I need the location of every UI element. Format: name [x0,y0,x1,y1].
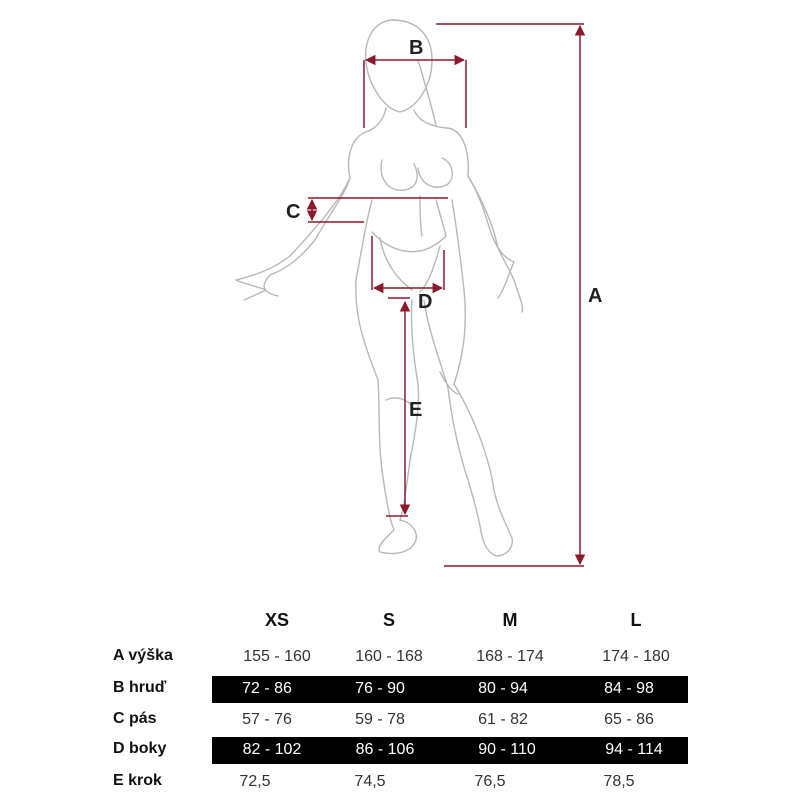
row-label-a: A výška [113,647,173,664]
cell-b-s: 76 - 90 [355,680,405,697]
cell-c-s: 59 - 78 [355,711,405,728]
cell-a-xs: 155 - 160 [243,648,311,665]
cell-d-l: 94 - 114 [605,741,663,758]
cell-c-m: 61 - 82 [478,711,528,728]
row-label-e: E krok [113,772,162,789]
cell-a-l: 174 - 180 [602,648,670,665]
size-header-m: M [502,610,518,630]
cell-b-xs: 72 - 86 [242,680,292,697]
cell-a-m: 168 - 174 [476,648,544,665]
size-header-s: S [382,610,395,630]
measure-lines [306,23,586,567]
row-label-d: D boky [113,740,167,757]
cell-e-xs: 72,5 [239,773,271,790]
cell-e-m: 76,5 [474,773,506,790]
cell-d-s: 86 - 106 [355,741,415,758]
cell-b-l: 84 - 98 [604,680,654,697]
measure-label-b: B [409,37,423,59]
body-measurement-diagram: A B C D E [235,19,602,567]
cell-a-s: 160 - 168 [355,648,423,665]
row-band-b [212,676,688,703]
row-band-d [212,737,688,764]
size-header-xs: XS [264,610,289,630]
row-label-c: C pás [113,710,157,727]
measure-label-c: C [286,201,300,223]
cell-e-l: 78,5 [603,773,635,790]
measure-label-e: E [409,399,422,421]
cell-b-m: 80 - 94 [478,680,528,697]
cell-c-xs: 57 - 76 [242,711,292,728]
cell-d-m: 90 - 110 [478,741,536,758]
cell-d-xs: 82 - 102 [242,741,302,758]
size-header-l: L [630,610,642,630]
measure-label-a: A [588,285,602,307]
cell-c-l: 65 - 86 [604,711,654,728]
measure-label-d: D [418,291,432,313]
cell-e-s: 74,5 [354,773,386,790]
row-label-b: B hruď [113,679,167,696]
